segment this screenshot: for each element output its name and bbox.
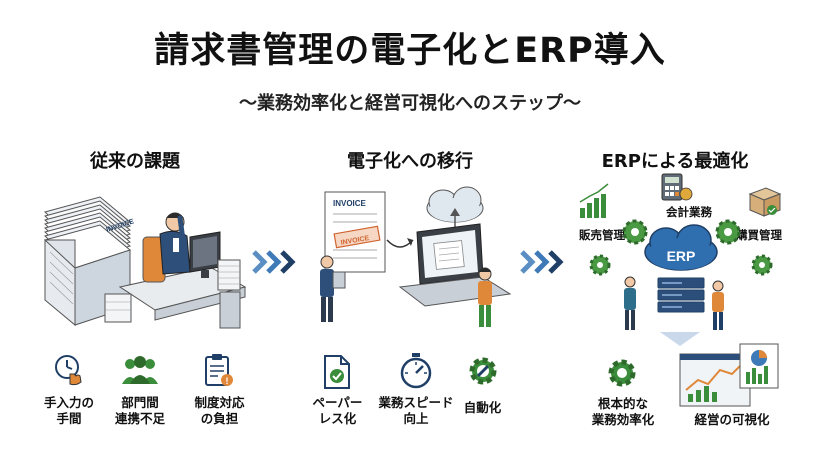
digitalization-illustration: INVOICE INVOICE — [320, 186, 512, 327]
issue-compliance-label: 制度対応 の負担 — [194, 395, 245, 426]
dashboard-icon — [679, 343, 779, 407]
servers — [657, 277, 705, 313]
module-sales-label: 販売管理 — [579, 228, 625, 242]
calculator-icon — [661, 173, 693, 201]
purchasing-box-icon — [748, 187, 782, 217]
erp-cloud — [644, 224, 718, 271]
down-arrow-icon — [660, 332, 700, 346]
paper-invoice — [324, 191, 386, 273]
module-accounting-label: 会計業務 — [666, 205, 712, 219]
benefit-speed-label: 業務スピード 向上 — [378, 395, 454, 426]
svg-text:!: ! — [226, 376, 229, 386]
stopwatch-icon — [400, 353, 432, 389]
digital-heading: 電子化への移行 — [347, 151, 473, 172]
benefit-automation-label: 自動化 — [463, 400, 502, 415]
worker — [159, 212, 191, 275]
desk — [118, 266, 247, 329]
arrow-1-icon — [252, 250, 296, 274]
issue-manual-entry-label: 手入力の 手間 — [43, 395, 94, 426]
page-title: 請求書管理の電子化とERP導入 — [154, 31, 666, 71]
erp-people — [624, 276, 724, 330]
erp-illustration: ERP — [579, 173, 782, 346]
gears — [589, 219, 773, 276]
cloud-icon — [426, 186, 484, 242]
issue-department-label: 部門間 連携不足 — [114, 395, 165, 426]
paper-invoice-text: INVOICE — [333, 199, 367, 208]
people-icon — [122, 356, 158, 384]
gear-icon — [608, 359, 636, 387]
erp-heading: ERPによる最適化 — [601, 151, 749, 172]
outcome-efficiency-label: 根本的な 業務効率化 — [591, 396, 655, 427]
overwhelmed-worker-illustration: INVOICE — [44, 196, 247, 329]
desk-paper-piles — [104, 259, 241, 323]
woman — [478, 267, 492, 327]
module-purchasing-label: 購買管理 — [736, 228, 782, 242]
arrow-2-icon — [520, 250, 564, 274]
benefit-paperless-label: ペーパー レス化 — [312, 395, 363, 426]
laptop — [398, 223, 512, 307]
erp-center-label: ERP — [667, 248, 696, 264]
man-with-tablet — [320, 255, 346, 322]
gear-wrench-icon — [469, 357, 497, 385]
page-subtitle: 〜業務効率化と経営可視化へのステップ〜 — [239, 93, 581, 114]
traditional-heading: 従来の課題 — [90, 151, 180, 172]
outcome-visualization-label: 経営の可視化 — [694, 412, 770, 427]
document-check-icon — [324, 355, 350, 389]
invoice-stamp-text: INVOICE — [340, 235, 370, 247]
sales-chart-icon — [579, 183, 609, 218]
clock-hand-icon — [55, 355, 82, 386]
clipboard-warning-icon: ! — [205, 354, 233, 386]
monitor — [189, 231, 221, 278]
